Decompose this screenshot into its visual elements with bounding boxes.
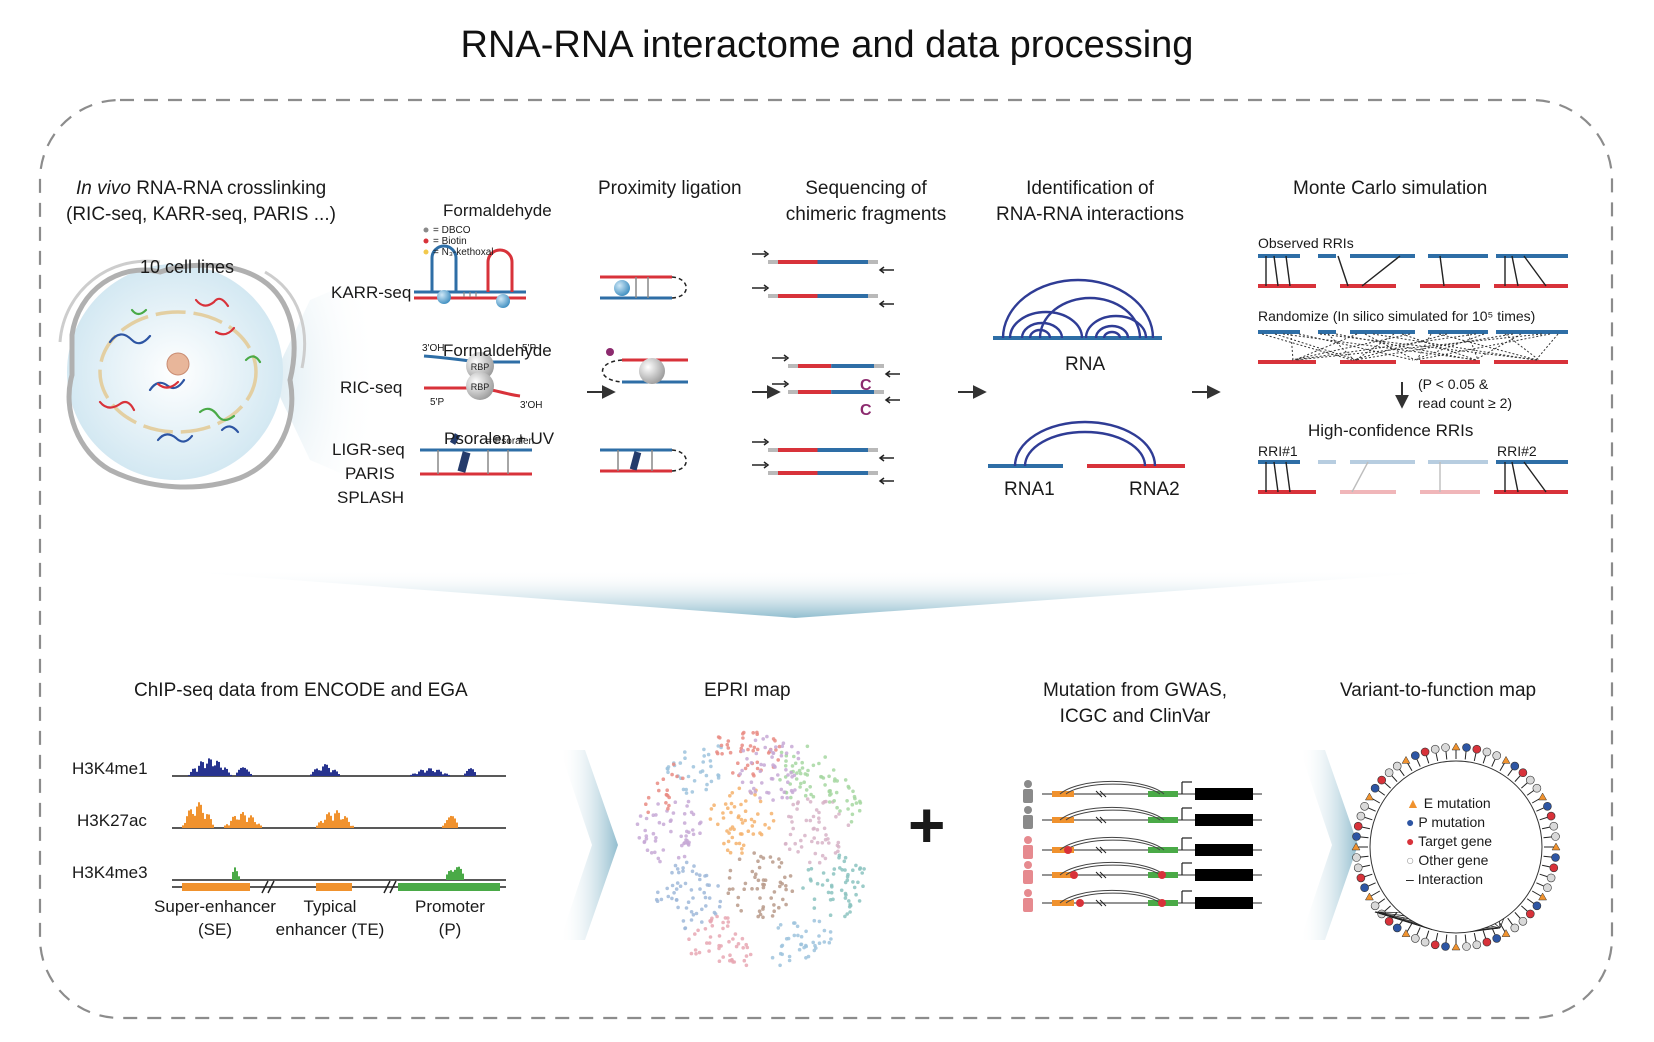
identification-title-l1: Identification of [1026,178,1154,199]
legend-dbco: = DBCO [433,225,471,236]
legend-psoralen: = Psoralen [486,436,535,447]
region-se-l2: (SE) [198,920,232,939]
rna2-label: RNA2 [1129,479,1180,500]
method-splash: SPLASH [337,488,405,507]
chimera-c-label-1: C [860,377,872,394]
ric-seq-illustration: RBP RBP [423,352,521,400]
criteria-l2: read count ≥ 2) [1418,395,1513,411]
transition-fan [160,570,1470,618]
cell-illustration [58,259,380,490]
randomize-label: Randomize (In silico simulated for 10⁵ t… [1258,308,1536,324]
legend-n3: = N₃-kethoxal [433,247,494,258]
flow-arrows [587,382,1409,409]
variant-to-function-map [1351,742,1561,951]
rri1-label: RRI#1 [1258,443,1298,459]
v2f-legend: ▲ E mutation ● P mutation ● Target gene … [1406,794,1492,889]
mutation-title-l1: Mutation from GWAS, [1042,680,1228,701]
monte-carlo-title: Monte Carlo simulation [1293,178,1488,199]
track-label-h3k27ac: H3K27ac [77,811,147,830]
end-label-5p-top: 5'P [522,343,537,354]
region-te-l2: enhancer (TE) [275,920,385,939]
formaldehyde-label-1: Formaldehyde [443,201,552,220]
main-title: RNA-RNA interactome and data processing [460,24,1194,66]
legend-biotin: = Biotin [433,236,467,247]
end-label-5p-bottom: 5'P [430,397,445,408]
chevron-1 [560,750,618,940]
formaldehyde-label-2: Formaldehyde [443,341,552,360]
track-label-h3k4me3: H3K4me3 [72,863,148,882]
sequencing-panel [752,250,900,485]
method-ligr: LIGR-seq [332,440,405,459]
region-p-l2: (P) [438,920,462,939]
svg-text:RBP: RBP [471,362,490,372]
region-se-l1: Super-enhancer [154,897,276,916]
track-label-h3k4me1: H3K4me1 [72,759,148,778]
mutation-panel [1023,780,1262,912]
legend-p-mutation: ● P mutation [1406,814,1486,830]
dashed-frame [38,98,1614,1020]
rna1-label: RNA1 [1004,479,1055,500]
end-label-3oh-bottom: 3'OH [520,400,543,411]
mutation-title-l2: ICGC and ClinVar [1059,706,1211,727]
region-te-l1: Typical [303,897,357,916]
high-confidence-label: High-confidence RRIs [1308,421,1474,440]
rna-label: RNA [1065,354,1106,375]
karr-seq-illustration [414,227,526,308]
dash-icon: – [1406,871,1414,887]
v2f-title: Variant-to-function map [1340,680,1537,701]
sequencing-title-l2: chimeric fragments [785,204,947,225]
criteria-l1: (P < 0.05 & [1418,376,1489,392]
epri-map-title: EPRI map [704,680,791,701]
crosslink-title: In vivo RNA-RNA crosslinking [76,178,327,199]
chevron-2 [1300,750,1358,940]
identification-title-l2: RNA-RNA interactions [996,204,1184,225]
legend-interaction: – Interaction [1406,871,1484,887]
plus-sign: + [908,789,946,861]
method-karr: KARR-seq [331,283,412,302]
observed-rris-label: Observed RRIs [1258,235,1354,251]
rri2-label: RRI#2 [1497,443,1537,459]
legend-other-gene: ○ Other gene [1406,852,1489,868]
crosslink-methods: (RIC-seq, KARR-seq, PARIS ...) [66,204,336,225]
epri-map [635,730,866,968]
dot-icon: ● [1406,814,1415,830]
svg-text:RBP: RBP [471,382,490,392]
identification-panel [988,278,1185,468]
chimera-c-label-2: C [860,402,872,419]
proximity-ligation-panel [600,275,688,473]
method-ric: RIC-seq [340,378,403,397]
legend-e-mutation: ▲ E mutation [1406,795,1491,811]
end-label-3oh-top: 3'OH [422,343,445,354]
proximity-ligation-title: Proximity ligation [598,178,742,199]
sequencing-title-l1: Sequencing of [805,178,927,199]
psoralen-uv-label: Psoralen + UV [444,429,555,448]
chip-seq-title: ChIP-seq data from ENCODE and EGA [134,680,468,701]
chip-seq-panel [172,758,506,894]
dot-icon: ● [1406,833,1415,849]
circle-icon: ○ [1406,852,1415,868]
cell-lines-label: 10 cell lines [140,257,235,277]
monte-carlo-panel [1258,254,1568,494]
psoralen-illustration [420,433,532,476]
legend-target-gene: ● Target gene [1406,833,1493,849]
method-paris: PARIS [345,464,395,483]
triangle-icon: ▲ [1406,795,1420,811]
region-p-l1: Promoter [415,897,485,916]
